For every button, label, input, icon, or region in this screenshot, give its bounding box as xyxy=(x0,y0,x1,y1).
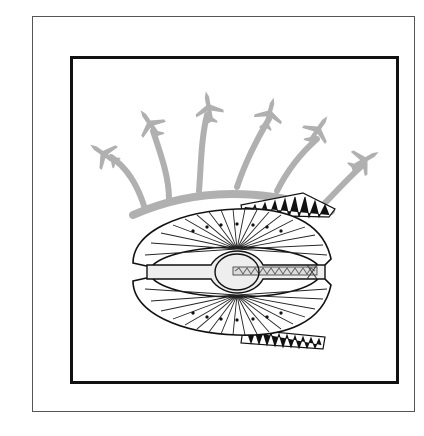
airplane-icon xyxy=(297,108,339,151)
airport-terminal-diagram xyxy=(73,59,396,381)
aircraft-group xyxy=(82,89,385,181)
airplane-icon xyxy=(192,89,225,126)
inner-frame xyxy=(70,56,399,384)
airplane-icon xyxy=(129,102,171,145)
airplane-icon xyxy=(82,133,125,175)
airplane-icon xyxy=(252,94,288,133)
